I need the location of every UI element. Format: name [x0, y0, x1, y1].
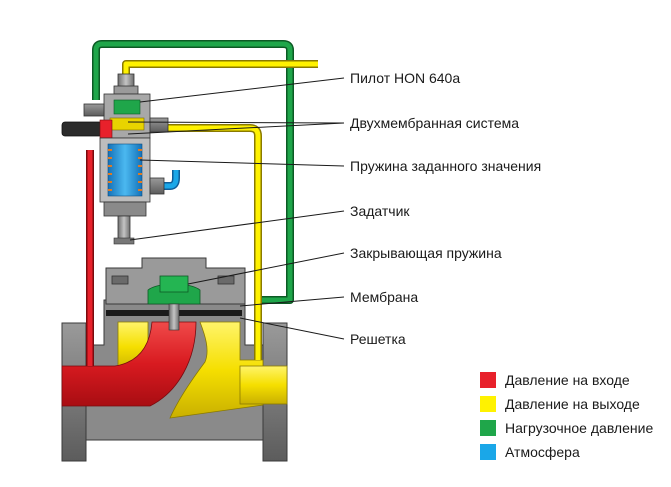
closing-spring-housing [159, 275, 189, 293]
leader-lines [127, 77, 345, 340]
leader-setpoint-spring [139, 159, 345, 167]
legend-label-load: Нагрузочное давление [505, 420, 654, 436]
leader-double-diaphragm-2 [127, 122, 345, 135]
inlet-pipe [61, 321, 197, 407]
leader-closing-spring [187, 252, 345, 285]
legend-swatch-load [480, 420, 496, 436]
legend-swatch-inlet [480, 372, 496, 388]
bolt [111, 275, 129, 285]
vent-fitting [149, 177, 165, 195]
legend-swatch-atmosphere [480, 444, 496, 460]
label-grid: Решетка [350, 331, 406, 347]
label-diaphragm: Мембрана [350, 289, 419, 305]
legend-label-inlet: Давление на входе [505, 372, 630, 388]
pilot-knob [61, 121, 105, 137]
label-double-diaphragm: Двухмембранная система [350, 115, 520, 131]
label-setpoint-adjuster: Задатчик [350, 203, 410, 219]
leader-grid [239, 317, 345, 340]
pilot-assembly [61, 73, 169, 245]
label-setpoint-spring: Пружина заданного значения [350, 158, 542, 174]
label-pilot: Пилот HON 640a [350, 70, 461, 86]
leader-double-diaphragm-1 [127, 121, 345, 124]
leader-setpoint-adjuster [129, 210, 345, 241]
valve-body [61, 257, 288, 462]
setpoint-adjuster [117, 215, 131, 241]
legend-label-atmosphere: Атмосфера [505, 444, 580, 460]
spring-cap [103, 201, 147, 217]
leader-diaphragm [239, 296, 345, 307]
label-closing-spring: Закрывающая пружина [350, 245, 502, 261]
legend-swatch-outlet [480, 396, 496, 412]
pilot-right-fitting [149, 117, 169, 133]
pilot-left-fitting [83, 103, 105, 117]
leader-pilot [139, 77, 345, 103]
outlet-pipe [239, 365, 288, 405]
valve-stem [168, 303, 180, 331]
setpoint-spring [107, 143, 143, 197]
legend-label-outlet: Давление на выходе [505, 396, 640, 412]
